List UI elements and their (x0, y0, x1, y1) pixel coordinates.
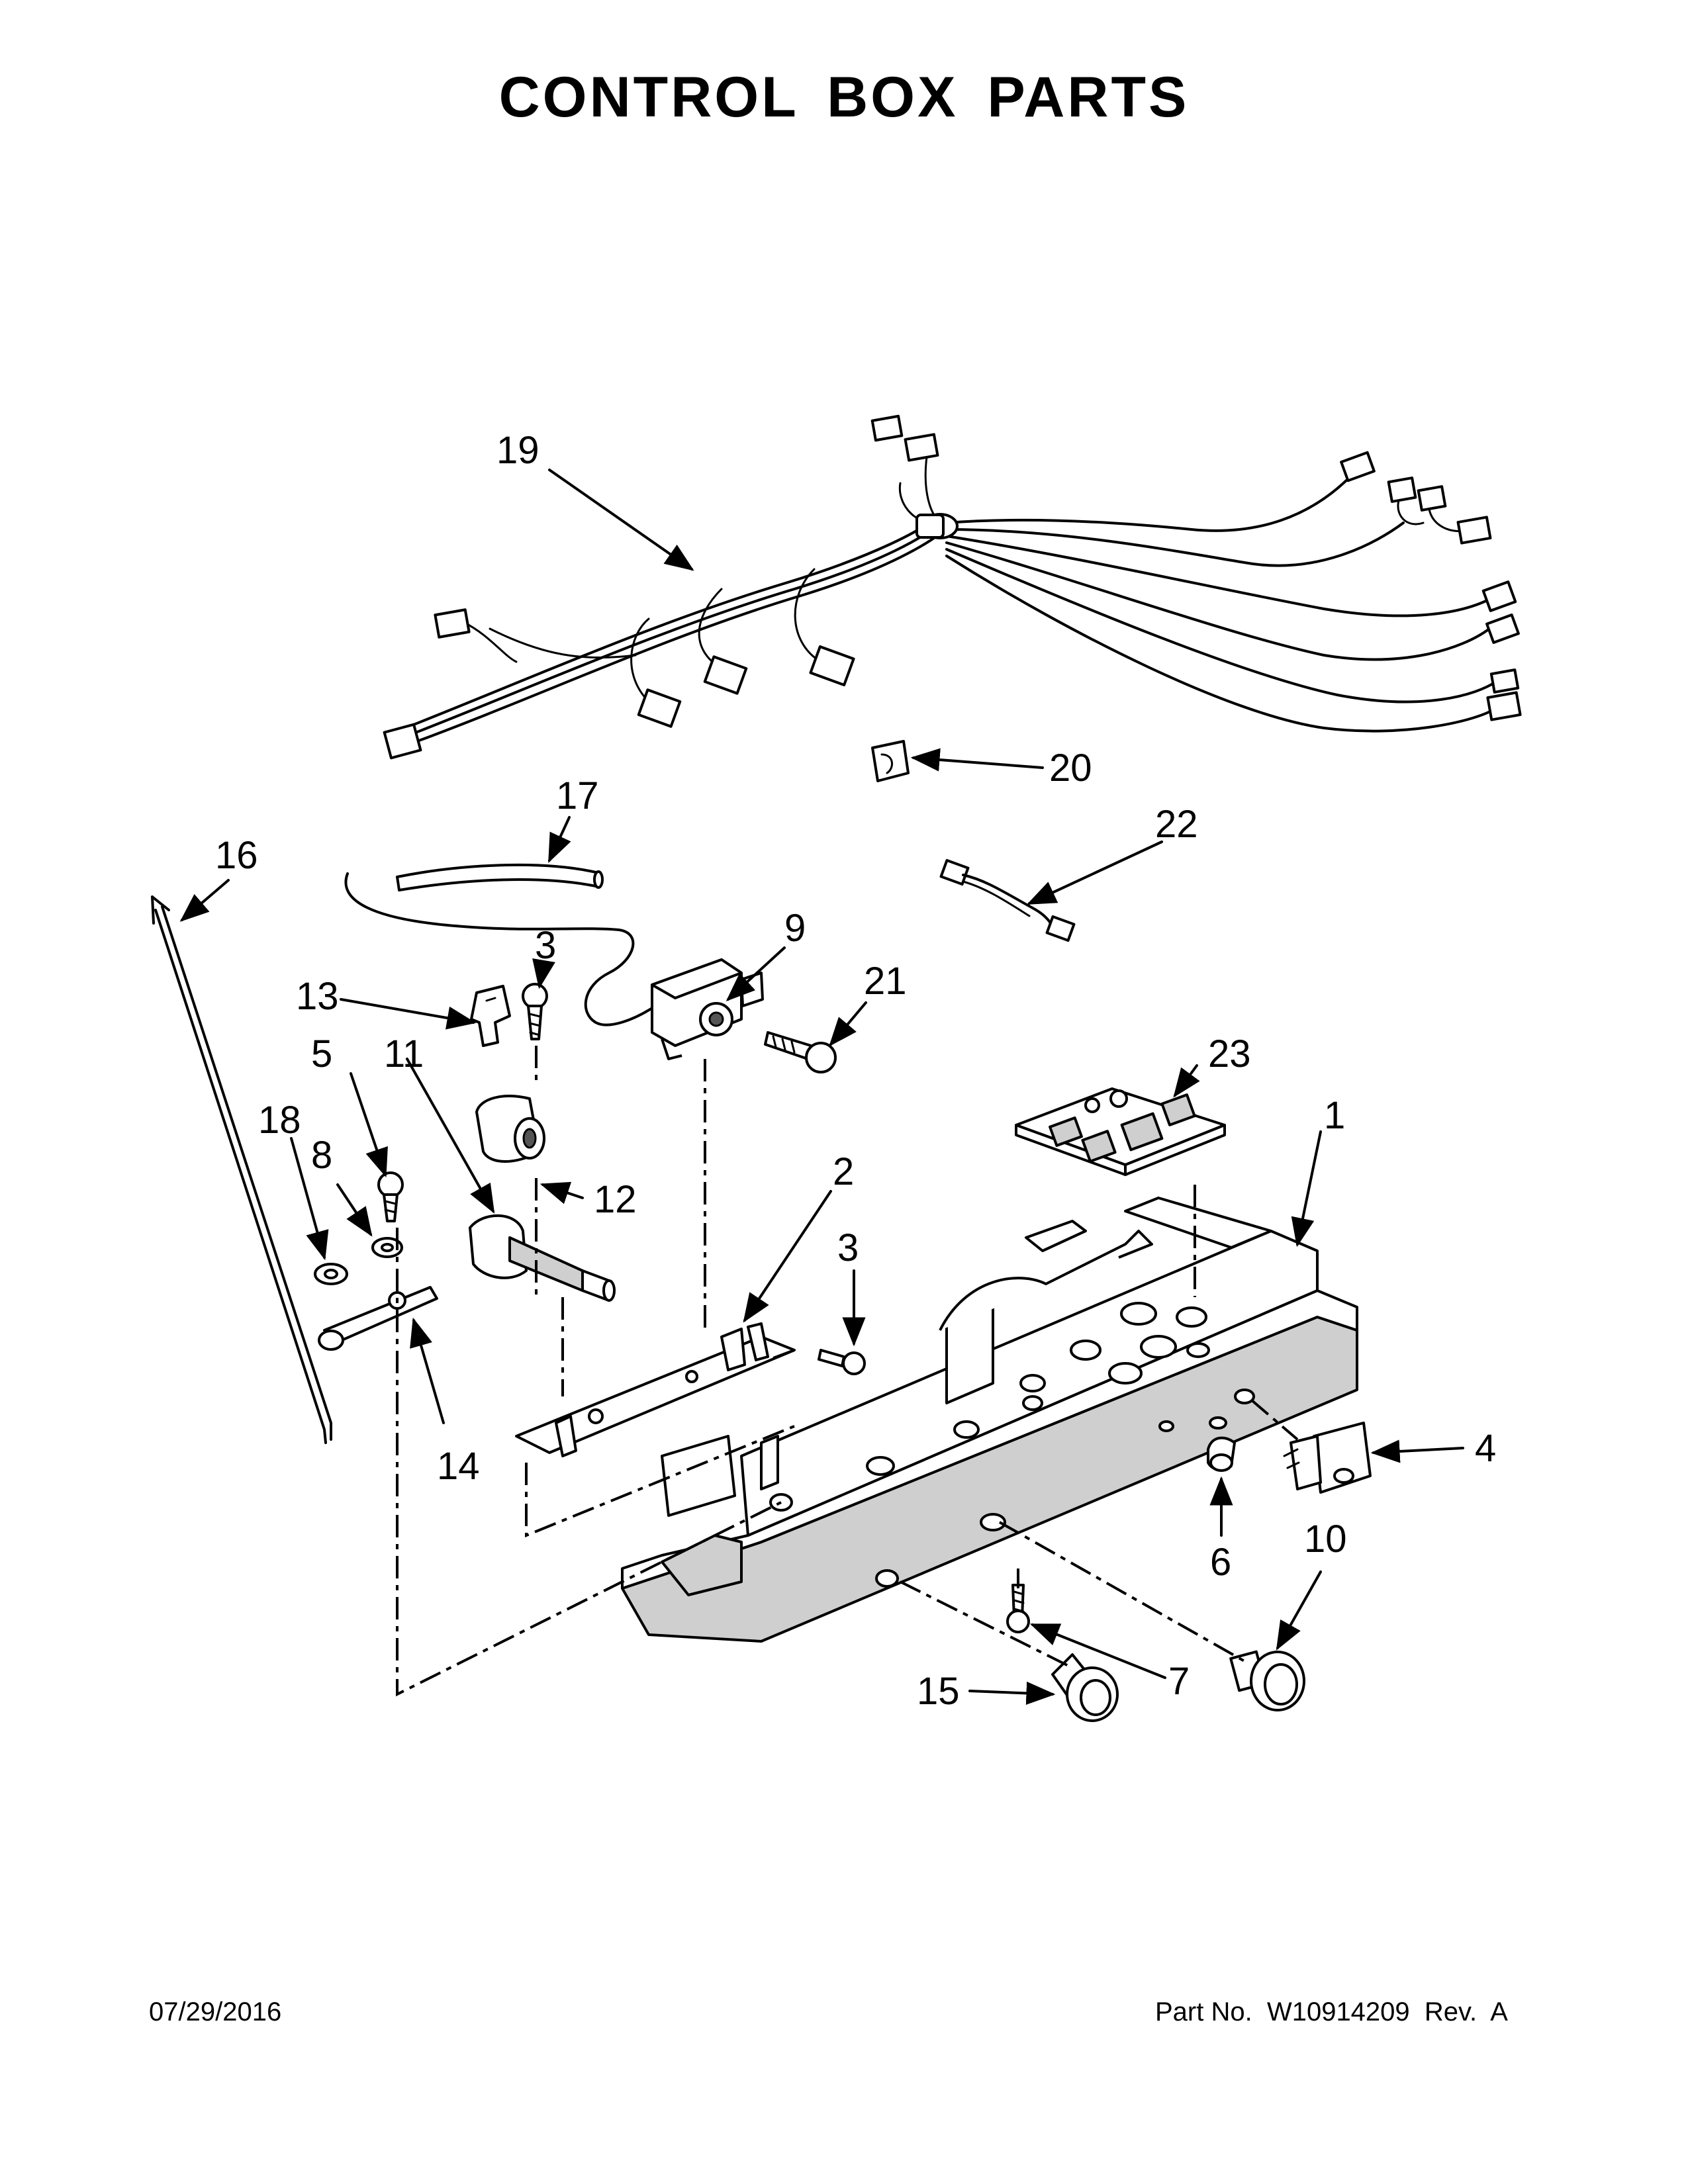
page-title: CONTROL BOX PARTS (498, 66, 1190, 129)
footer-part-number: Part No. W10914209 Rev. A (1155, 1997, 1508, 2026)
shaft-part-11 (469, 1214, 616, 1302)
screw-part-21 (764, 1031, 837, 1073)
callout-10: 10 (1304, 1518, 1347, 1561)
footer-date: 07/29/2016 (149, 1997, 282, 2026)
bushing-holder-part-12 (475, 1095, 545, 1163)
switch-part-4 (1283, 1422, 1372, 1494)
button-part-15 (1051, 1653, 1119, 1722)
control-board-part-23 (1015, 1087, 1226, 1176)
callout-22: 22 (1155, 803, 1198, 846)
callout-21: 21 (864, 960, 907, 1003)
callout-3-upper: 3 (535, 924, 556, 967)
callout-20: 20 (1049, 747, 1092, 790)
callout-8: 8 (311, 1134, 332, 1177)
callout-3-lower: 3 (837, 1226, 859, 1269)
screw-part-7 (1006, 1584, 1030, 1633)
wire-harness-part-19 (383, 414, 1522, 760)
clip-part-20 (871, 740, 910, 782)
lever-part-14 (318, 1286, 438, 1351)
callout-2: 2 (833, 1150, 854, 1193)
callout-5: 5 (311, 1032, 332, 1075)
screw-part-3-lower (818, 1349, 866, 1375)
tube-part-17 (396, 863, 604, 891)
callout-7: 7 (1168, 1660, 1190, 1703)
callout-15: 15 (917, 1670, 960, 1713)
button-part-10 (1229, 1650, 1305, 1711)
mounting-bracket-part-2 (515, 1322, 796, 1457)
leader-arrows (179, 469, 1464, 1706)
callout-18: 18 (258, 1099, 301, 1142)
callout-11: 11 (384, 1032, 424, 1075)
jumper-wire-part-22 (939, 858, 1076, 942)
control-box-part-1 (621, 1197, 1358, 1643)
callout-6: 6 (1210, 1541, 1231, 1584)
rod-part-16 (151, 895, 332, 1444)
callout-19: 19 (496, 429, 539, 472)
callout-14: 14 (437, 1445, 480, 1488)
callout-1: 1 (1324, 1094, 1345, 1137)
callout-labels: 19 20 22 17 16 9 21 13 3 23 1 5 11 12 18… (215, 429, 1496, 1713)
callout-23: 23 (1208, 1032, 1251, 1075)
screw-part-3-upper (522, 983, 548, 1040)
light-bulb-part-6 (1158, 1420, 1236, 1472)
callout-12: 12 (594, 1178, 637, 1221)
assembly-dash-lines (396, 1046, 1299, 1697)
callout-4: 4 (1475, 1427, 1496, 1470)
bracket-part-13 (470, 985, 511, 1047)
callout-13: 13 (296, 975, 339, 1018)
screw-part-5 (377, 1171, 404, 1222)
callout-9: 9 (784, 907, 806, 950)
callout-16: 16 (215, 834, 258, 877)
callout-17: 17 (556, 774, 599, 817)
